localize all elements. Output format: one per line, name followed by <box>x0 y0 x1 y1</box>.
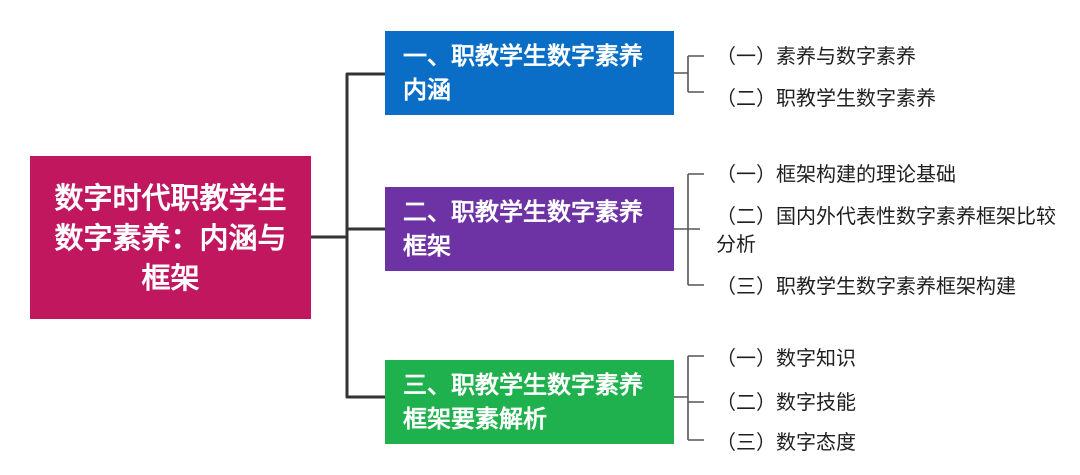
root-topic-label: 数字时代职教学生数字素养：内涵与框架 <box>54 180 287 295</box>
branch-1-to-items-connector <box>674 55 704 93</box>
subtopic-2-2[interactable]: （二）国内外代表性数字素养框架比较分析 <box>716 204 1056 256</box>
subtopic-3-2[interactable]: （二）数字技能 <box>716 390 856 414</box>
branch-topic-1[interactable]: 一、职教学生数字素养内涵 <box>385 31 674 115</box>
branch-topic-label: 一、职教学生数字素养内涵 <box>403 42 643 104</box>
subtopic-3-1[interactable]: （一）数字知识 <box>716 346 856 370</box>
subtopic-2-1[interactable]: （一）框架构建的理论基础 <box>716 162 956 186</box>
subtopic-2-3[interactable]: （三）职教学生数字素养框架构建 <box>716 274 1016 298</box>
branch-topic-3[interactable]: 三、职教学生数字素养框架要素解析 <box>385 360 674 444</box>
root-to-branch-connector <box>309 72 387 399</box>
branch-topic-2[interactable]: 二、职教学生数字素养框架 <box>385 187 674 271</box>
branch-2-to-items-connector <box>674 173 704 286</box>
branch-topic-label: 二、职教学生数字素养框架 <box>403 198 643 260</box>
root-topic[interactable]: 数字时代职教学生数字素养：内涵与框架 <box>30 156 311 319</box>
branch-3-to-items-connector <box>674 355 704 441</box>
subtopic-1-1[interactable]: （一）素养与数字素养 <box>716 44 916 68</box>
subtopic-3-3[interactable]: （三）数字态度 <box>716 430 856 454</box>
branch-topic-label: 三、职教学生数字素养框架要素解析 <box>403 371 643 433</box>
subtopic-1-2[interactable]: （二）职教学生数字素养 <box>716 86 936 110</box>
